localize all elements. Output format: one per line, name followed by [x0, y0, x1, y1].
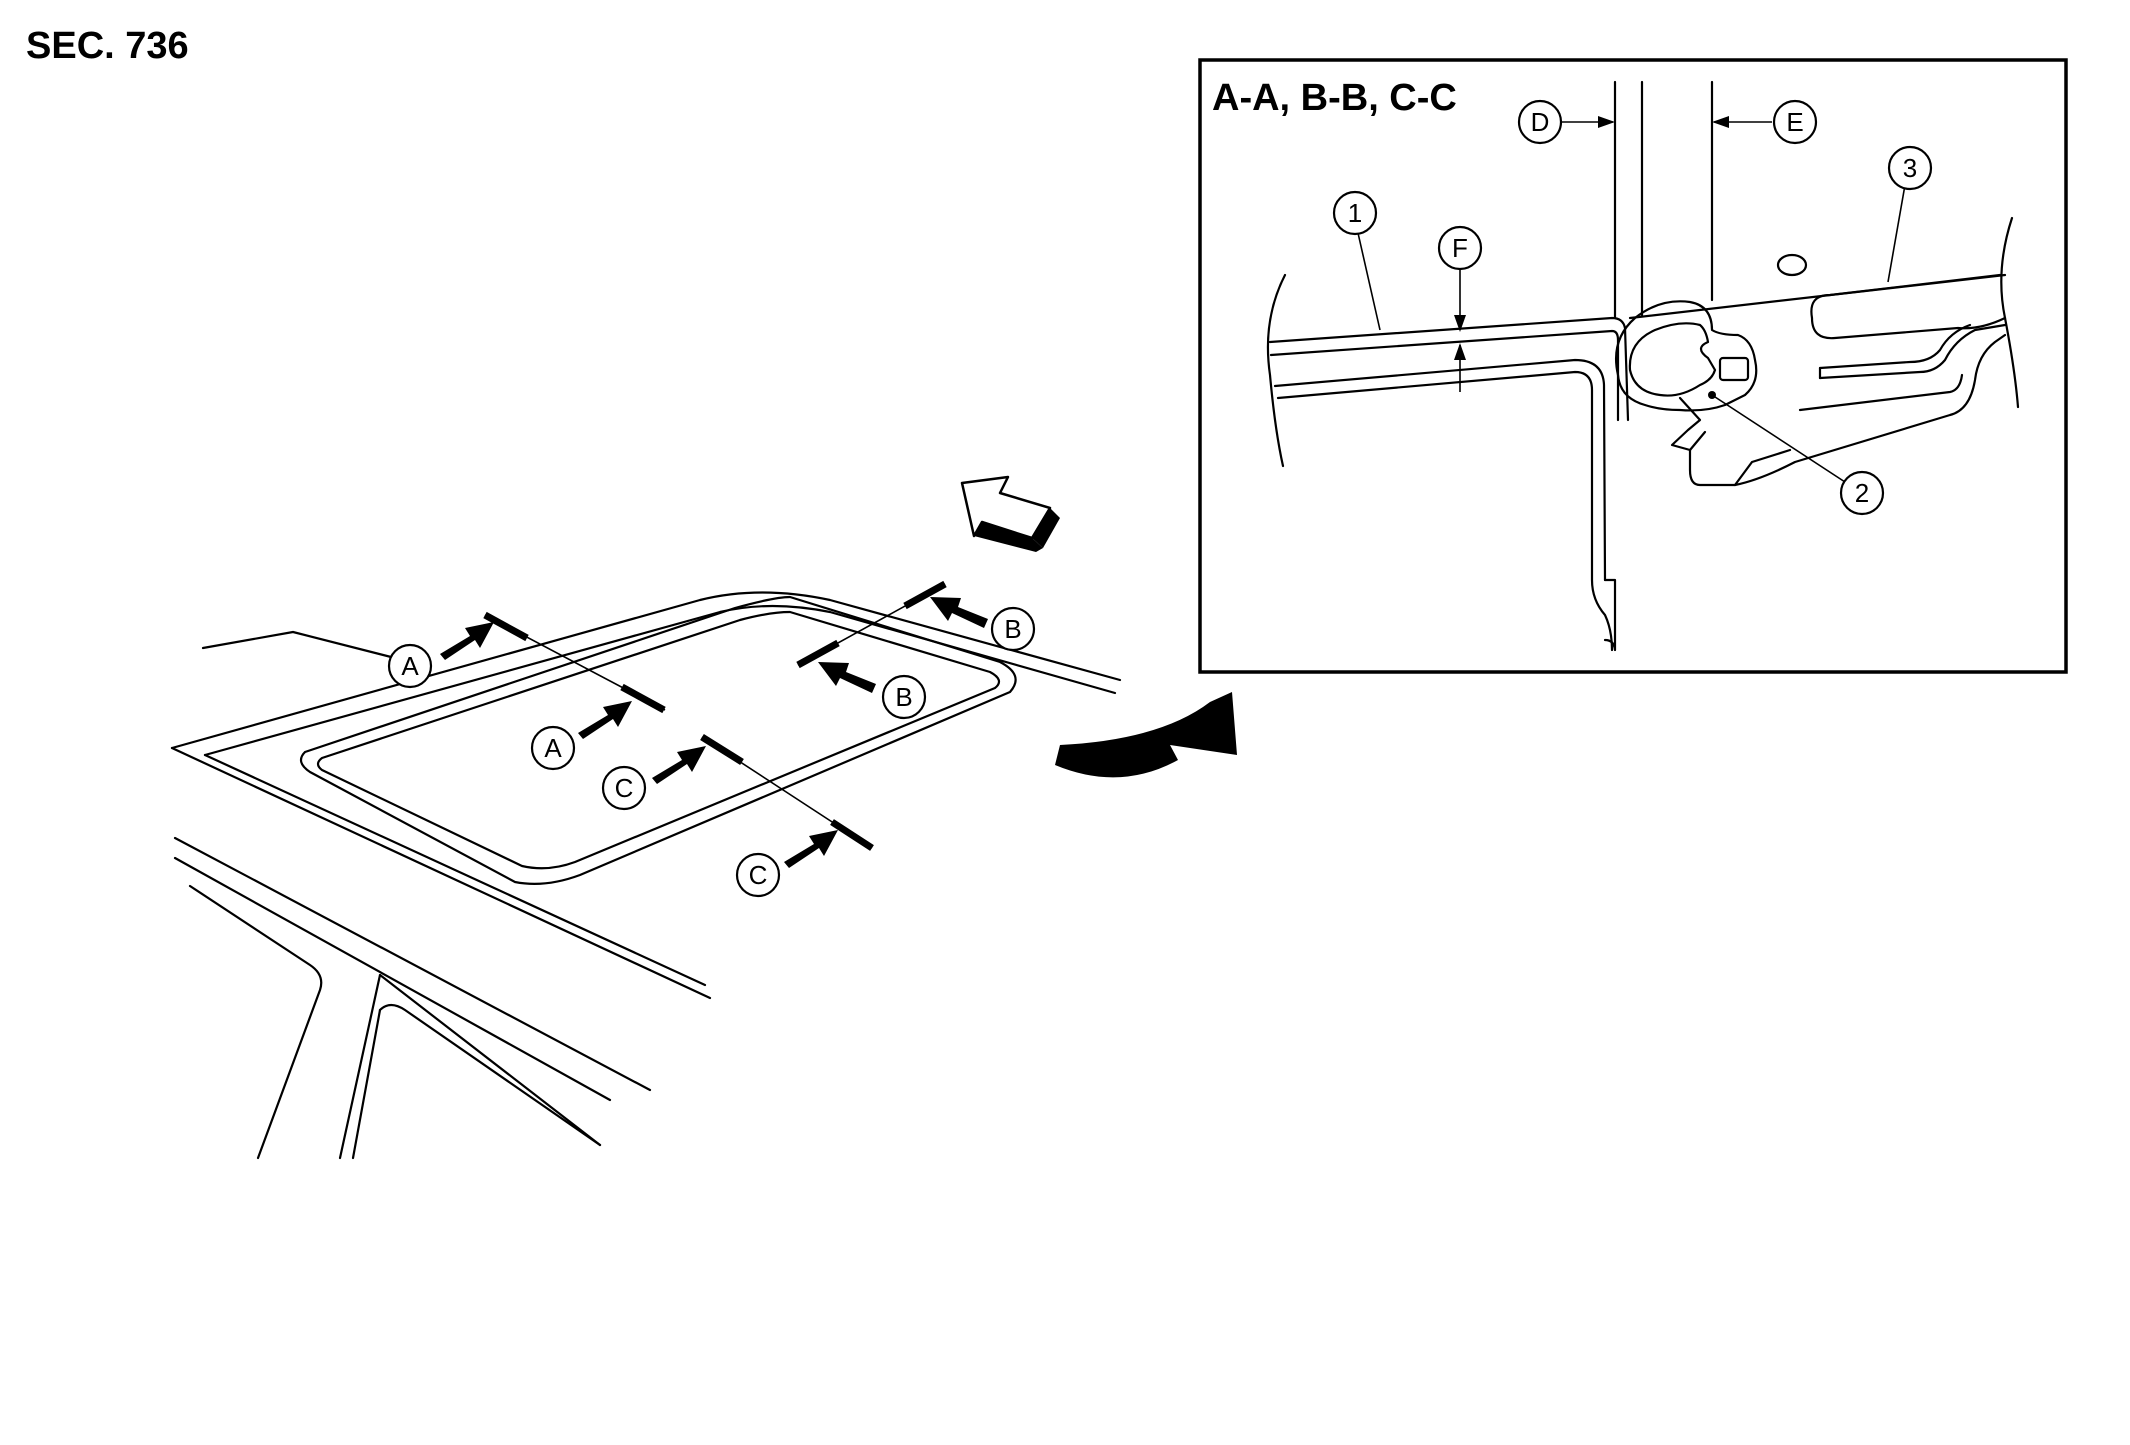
section-cut-a — [483, 611, 666, 714]
callout-f: F — [1437, 225, 1483, 271]
callout-d: D — [1517, 99, 1563, 145]
roof-overview: A A C C B B — [170, 475, 1237, 1160]
svg-text:1: 1 — [1348, 198, 1362, 228]
section-label: SEC. 736 — [26, 25, 189, 67]
callout-e: E — [1772, 99, 1818, 145]
svg-text:C: C — [615, 773, 634, 803]
svg-text:3: 3 — [1903, 153, 1917, 183]
section-detail-box: A-A, B-B, C-C — [1198, 58, 2068, 674]
callout-b-upper: B — [990, 606, 1036, 652]
svg-text:A: A — [544, 733, 562, 763]
callout-b-lower: B — [881, 674, 927, 720]
svg-text:2: 2 — [1855, 478, 1869, 508]
svg-text:E: E — [1786, 107, 1803, 137]
front-direction-arrow-icon — [960, 475, 1060, 552]
section-cut-c — [700, 734, 874, 851]
curved-detail-arrow-icon — [1055, 692, 1237, 778]
callout-c-upper: C — [601, 765, 647, 811]
callout-a-upper: A — [387, 643, 433, 689]
pointer-arrow-b2 — [818, 662, 876, 693]
callout-2: 2 — [1839, 470, 1885, 516]
svg-text:F: F — [1452, 233, 1468, 263]
callout-a-lower: A — [530, 725, 576, 771]
svg-text:C: C — [749, 860, 768, 890]
pointer-arrow-c2 — [784, 830, 838, 868]
pointer-arrow-a2 — [578, 701, 632, 739]
svg-text:B: B — [1004, 614, 1021, 644]
detail-title: A-A, B-B, C-C — [1212, 77, 1457, 119]
callout-3: 3 — [1887, 145, 1933, 191]
callout-c-lower: C — [735, 852, 781, 898]
svg-text:D: D — [1531, 107, 1550, 137]
svg-text:B: B — [895, 682, 912, 712]
callout-1: 1 — [1332, 190, 1378, 236]
pointer-arrow-a1 — [440, 622, 494, 660]
pointer-arrow-b1 — [930, 597, 988, 628]
svg-text:A: A — [401, 651, 419, 681]
pointer-arrow-c1 — [652, 746, 706, 784]
section-cut-b — [796, 580, 947, 669]
